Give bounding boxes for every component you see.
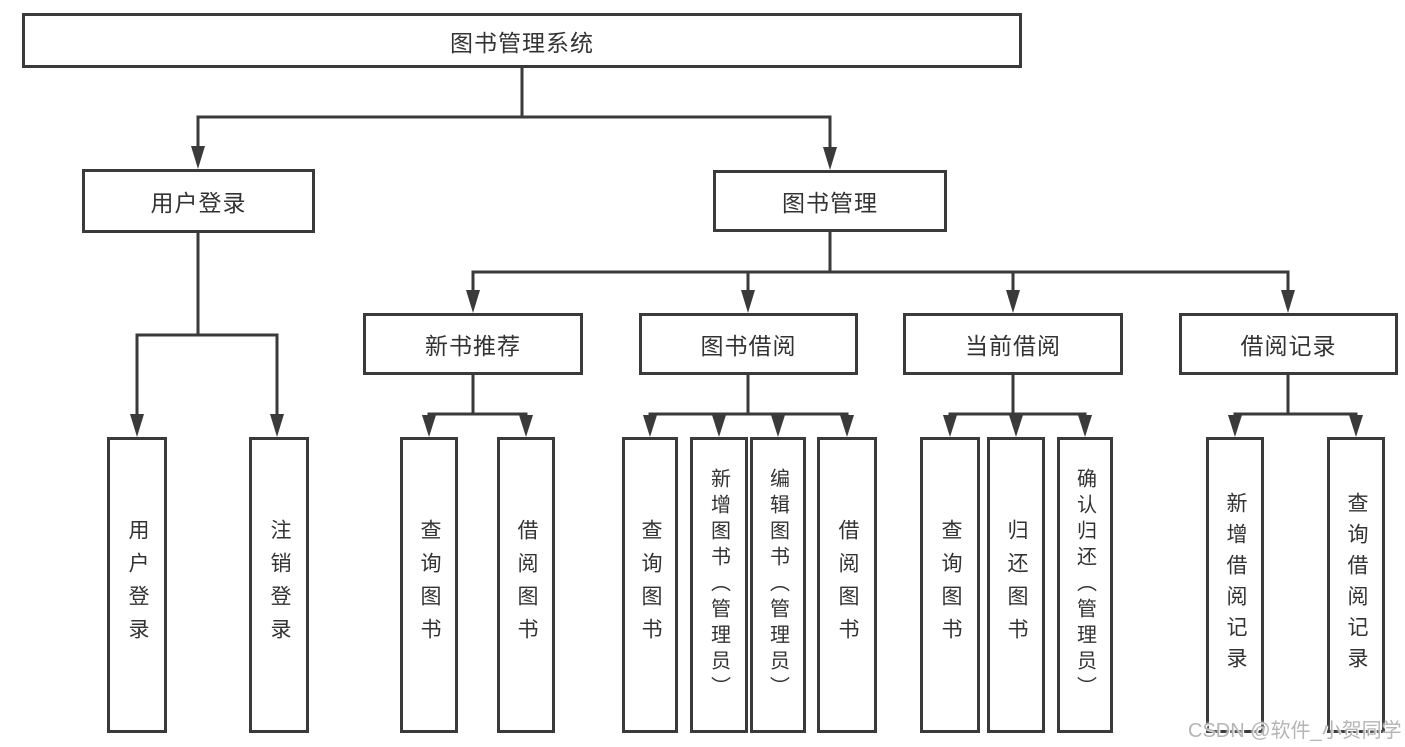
- leaf-user-login: 用户登录: [107, 437, 167, 733]
- node-book-management-label: 图书管理: [782, 190, 878, 216]
- node-root: 图书管理系统: [22, 13, 1022, 68]
- leaf-query-borrow-record-label: 查询借阅记录: [1345, 492, 1368, 678]
- node-user-login: 用户登录: [82, 169, 315, 233]
- leaf-query-book-3: 查询图书: [920, 437, 980, 733]
- node-new-book-recommend: 新书推荐: [363, 313, 583, 375]
- leaf-edit-book-admin-label: 编辑图书（管理员）: [766, 468, 789, 702]
- leaf-edit-book-admin: 编辑图书（管理员）: [750, 437, 806, 733]
- leaf-logout: 注销登录: [249, 437, 309, 733]
- leaf-add-book-admin-label: 新增图书（管理员）: [707, 468, 730, 702]
- node-book-borrow-label: 图书借阅: [700, 333, 797, 359]
- leaf-confirm-return-admin: 确认归还（管理员）: [1057, 437, 1113, 733]
- leaf-query-borrow-record: 查询借阅记录: [1327, 437, 1385, 733]
- node-root-label: 图书管理系统: [450, 29, 594, 56]
- node-borrow-records: 借阅记录: [1179, 313, 1398, 375]
- leaf-borrow-book-1: 借阅图书: [497, 437, 555, 733]
- leaf-borrow-book-2: 借阅图书: [817, 437, 877, 733]
- leaf-query-book-1-label: 查询图书: [418, 519, 441, 651]
- node-new-book-recommend-label: 新书推荐: [425, 333, 521, 359]
- leaf-user-login-label: 用户登录: [126, 519, 149, 651]
- leaf-return-book: 归还图书: [987, 437, 1045, 733]
- leaf-query-book-2-label: 查询图书: [639, 519, 662, 651]
- leaf-query-book-3-label: 查询图书: [939, 519, 962, 651]
- leaf-return-book-label: 归还图书: [1005, 519, 1028, 651]
- leaf-add-book-admin: 新增图书（管理员）: [690, 437, 748, 733]
- node-book-borrow: 图书借阅: [639, 313, 858, 375]
- leaf-add-borrow-record: 新增借阅记录: [1206, 437, 1264, 733]
- node-user-login-label: 用户登录: [150, 190, 247, 216]
- leaf-confirm-return-admin-label: 确认归还（管理员）: [1073, 468, 1096, 702]
- node-current-borrow: 当前借阅: [903, 313, 1123, 375]
- leaf-add-borrow-record-label: 新增借阅记录: [1224, 492, 1247, 678]
- leaf-query-book-1: 查询图书: [400, 437, 458, 733]
- leaf-query-book-2: 查询图书: [622, 437, 678, 733]
- node-book-management: 图书管理: [713, 170, 947, 232]
- leaf-logout-label: 注销登录: [268, 519, 291, 651]
- watermark: CSDN @软件_小贺同学: [1188, 720, 1402, 742]
- leaf-borrow-book-2-label: 借阅图书: [836, 519, 859, 651]
- node-current-borrow-label: 当前借阅: [965, 333, 1061, 359]
- node-borrow-records-label: 借阅记录: [1240, 333, 1337, 359]
- leaf-borrow-book-1-label: 借阅图书: [515, 519, 538, 651]
